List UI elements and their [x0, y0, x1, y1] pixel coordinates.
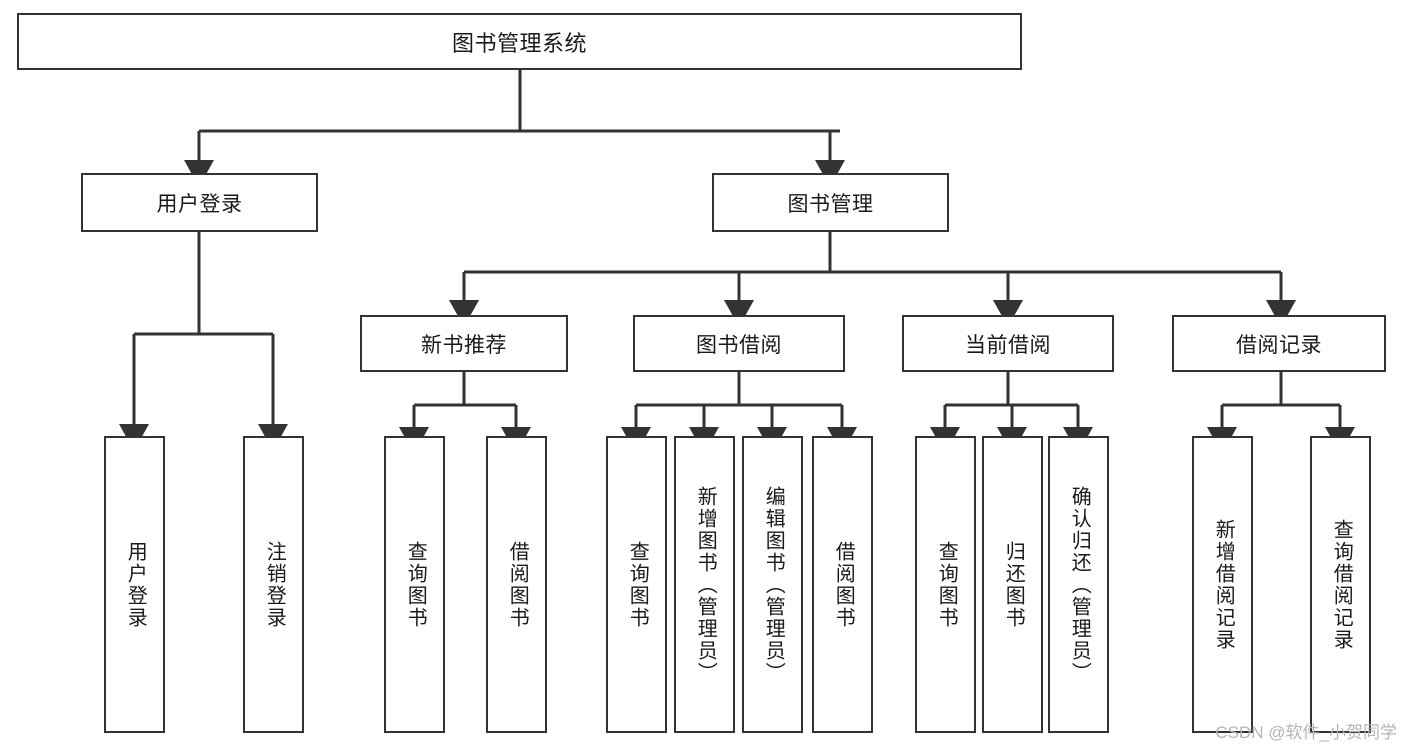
node-new-book-recommend[interactable]: 新书推荐 [360, 315, 568, 372]
leaf-label: 查询图书 [935, 540, 958, 629]
watermark-text: CSDN @软件_小贺同学 [1215, 723, 1397, 742]
leaf-user-login-login[interactable]: 用户登录 [104, 436, 165, 733]
leaf-label: 查询图书 [626, 540, 649, 629]
leaf-label: 确认归还（管理员） [1068, 485, 1091, 684]
leaf-new-book-query-book[interactable]: 查询图书 [384, 436, 445, 733]
leaf-current-borrow-confirm-return-admin[interactable]: 确认归还（管理员） [1048, 436, 1109, 733]
leaf-book-borrow-query-book[interactable]: 查询图书 [606, 436, 667, 733]
leaf-label: 注销登录 [263, 540, 286, 629]
leaf-book-borrow-edit-book-admin[interactable]: 编辑图书（管理员） [742, 436, 803, 733]
leaf-borrow-records-add-record[interactable]: 新增借阅记录 [1192, 436, 1253, 733]
node-current-borrow[interactable]: 当前借阅 [902, 315, 1114, 372]
leaf-label: 查询图书 [404, 540, 427, 629]
node-book-borrow[interactable]: 图书借阅 [633, 315, 845, 372]
leaf-book-borrow-add-book-admin[interactable]: 新增图书（管理员） [674, 436, 735, 733]
leaf-new-book-borrow-book[interactable]: 借阅图书 [486, 436, 547, 733]
leaf-label: 新增借阅记录 [1212, 518, 1235, 651]
leaf-user-login-logout[interactable]: 注销登录 [243, 436, 304, 733]
leaf-book-borrow-borrow-book[interactable]: 借阅图书 [812, 436, 873, 733]
leaf-label: 用户登录 [124, 540, 147, 629]
node-root-book-management-system[interactable]: 图书管理系统 [17, 13, 1022, 70]
leaf-label: 借阅图书 [506, 540, 529, 629]
leaf-label: 查询借阅记录 [1330, 518, 1353, 651]
leaf-label: 借阅图书 [832, 540, 855, 629]
leaf-label: 归还图书 [1002, 540, 1025, 629]
node-borrow-records[interactable]: 借阅记录 [1172, 315, 1386, 372]
leaf-current-borrow-return-book[interactable]: 归还图书 [982, 436, 1043, 733]
leaf-label: 新增图书（管理员） [694, 485, 717, 684]
leaf-current-borrow-query-book[interactable]: 查询图书 [915, 436, 976, 733]
leaf-label: 编辑图书（管理员） [762, 485, 785, 684]
node-book-management[interactable]: 图书管理 [712, 173, 949, 232]
leaf-borrow-records-query-record[interactable]: 查询借阅记录 [1310, 436, 1371, 733]
node-user-login[interactable]: 用户登录 [81, 173, 318, 232]
